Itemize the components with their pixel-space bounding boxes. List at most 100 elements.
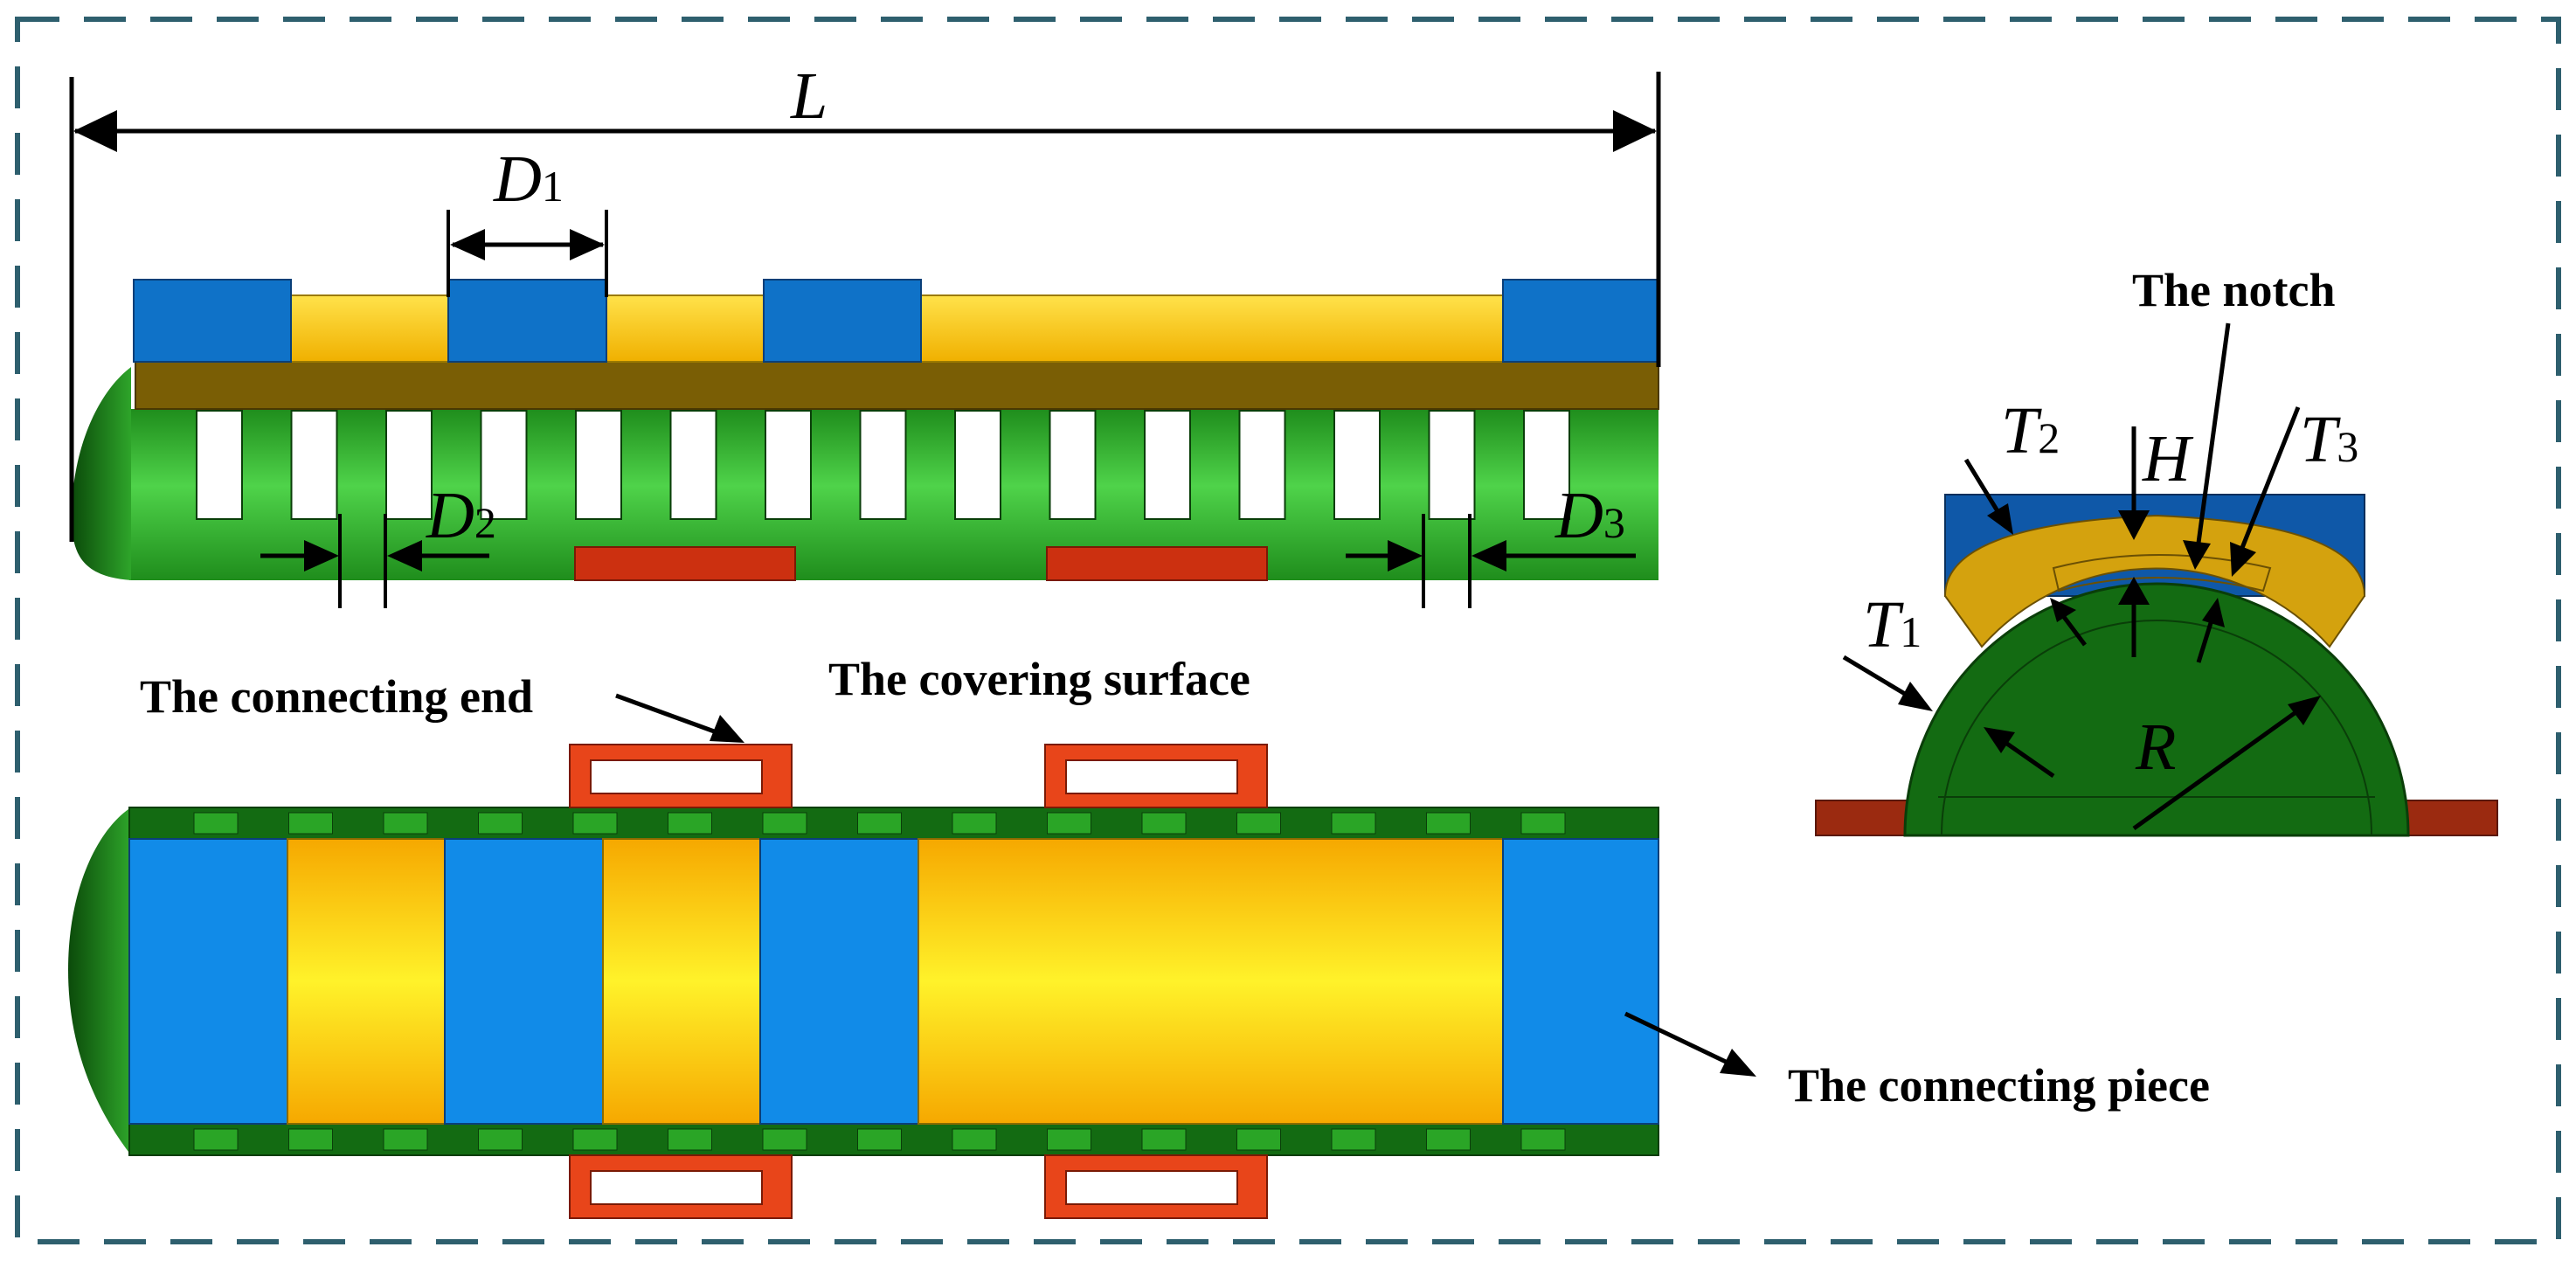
leader-connecting-piece-head [1720, 1049, 1756, 1077]
rail-tooth [193, 812, 239, 835]
red-strip-2 [1046, 546, 1268, 581]
top-blue-3 [763, 279, 922, 363]
arrow-inner-1-head [2050, 598, 2076, 622]
slot [196, 410, 243, 520]
connecting-end-bottom-1-window [590, 1170, 763, 1205]
label-covering-surface: The covering surface [828, 653, 1250, 705]
rail-teeth [193, 812, 1566, 1151]
top-blue-4 [1502, 279, 1659, 363]
rail-tooth [1141, 812, 1187, 835]
slot [575, 410, 622, 520]
label-t1: T1 [1863, 588, 1922, 662]
plan-yellow-3 [918, 838, 1504, 1125]
plan-end-cap [68, 807, 131, 1155]
connecting-end-bottom-2-window [1065, 1170, 1238, 1205]
label-t3: T3 [2300, 403, 2358, 476]
slot [859, 410, 907, 520]
d2-arrow-left [304, 540, 339, 572]
slots-group [196, 410, 1570, 520]
label-notch: The notch [2132, 264, 2336, 316]
label-d2: D2 [426, 479, 496, 552]
d1-arrow-left [450, 229, 485, 260]
plan-yellow-2 [602, 838, 761, 1125]
rail-tooth [1426, 812, 1471, 835]
rail-tooth [762, 812, 807, 835]
plan-yellow-1 [287, 838, 446, 1125]
rail-tooth [762, 1128, 807, 1151]
rail-tooth [572, 1128, 618, 1151]
arrow-r-line [2132, 702, 2309, 831]
top-yellow-1 [290, 294, 449, 363]
connecting-end-top-2-window [1065, 759, 1238, 794]
top-yellow-3 [920, 294, 1504, 363]
top-blue-2 [447, 279, 607, 363]
plan-blue-4 [1502, 838, 1659, 1125]
slot [765, 410, 812, 520]
rail-tooth [1520, 812, 1566, 835]
slot [1333, 410, 1381, 520]
rail-tooth [288, 1128, 333, 1151]
d3-arrow-right [1472, 540, 1506, 572]
rail-tooth [857, 1128, 902, 1151]
label-h: H [2142, 422, 2194, 495]
red-strip-1 [574, 546, 796, 581]
rail-tooth [952, 812, 997, 835]
slot [385, 410, 433, 520]
d3-arrow-left [1388, 540, 1423, 572]
rail-tooth [478, 1128, 523, 1151]
rail-tooth [383, 812, 428, 835]
brown-bar [135, 361, 1659, 410]
rail-tooth [572, 812, 618, 835]
rail-tooth [288, 812, 333, 835]
slot [290, 410, 338, 520]
base-plate-right [2393, 800, 2498, 836]
rail-tooth [1236, 812, 1281, 835]
slot [1428, 410, 1476, 520]
green-semicircle [1903, 582, 2410, 837]
arrow-inner-3-head [2202, 598, 2225, 627]
l-arrow-right [1613, 110, 1657, 152]
rail-tooth [1236, 1128, 1281, 1151]
side-elevation-view: L D1 D2 D3 [69, 59, 1661, 608]
plan-blue-2 [444, 838, 604, 1125]
arrow-t3-head [2230, 542, 2256, 577]
rail-tooth [1426, 1128, 1471, 1151]
d2-arrow-right [387, 540, 422, 572]
arrow-notch-head [2183, 540, 2211, 570]
label-t2: T2 [2001, 394, 2060, 468]
label-l: L [790, 59, 828, 133]
rail-tooth [1520, 1128, 1566, 1151]
slot [1523, 410, 1570, 520]
connecting-end-top-1-window [590, 759, 763, 794]
rail-tooth [1047, 1128, 1091, 1151]
rail-tooth [193, 1128, 239, 1151]
rail-tooth [668, 1128, 712, 1151]
arrow-t2-head [1987, 503, 2013, 535]
plan-blue-3 [759, 838, 919, 1125]
arrow-r-head [2288, 696, 2321, 725]
arrow-t1-head [1898, 682, 1933, 711]
rail-tooth [478, 812, 523, 835]
label-connecting-piece: The connecting piece [1788, 1059, 2210, 1112]
d1-arrow-right [570, 229, 605, 260]
slot [954, 410, 1001, 520]
label-d3: D3 [1555, 479, 1625, 552]
top-blue-1 [133, 279, 292, 363]
label-r: R [2135, 710, 2176, 784]
rail-tooth [1141, 1128, 1187, 1151]
leader-connecting-end-head [710, 715, 744, 743]
gold-shell [1943, 514, 2366, 648]
inner-arc [1941, 620, 2372, 836]
l-arrow-left [73, 110, 117, 152]
plan-view: The connecting end The covering surface … [68, 653, 2210, 1219]
arrow-h-head [2118, 510, 2150, 540]
label-d1: D1 [493, 142, 564, 216]
arrow-notch-line [2194, 322, 2231, 557]
rail-tooth [1331, 812, 1376, 835]
arrow-t3-line [2234, 406, 2301, 562]
arrow-inner-2-head [2118, 577, 2150, 605]
slot [480, 410, 528, 520]
rail-tooth [668, 812, 712, 835]
rail-tooth [1331, 1128, 1376, 1151]
